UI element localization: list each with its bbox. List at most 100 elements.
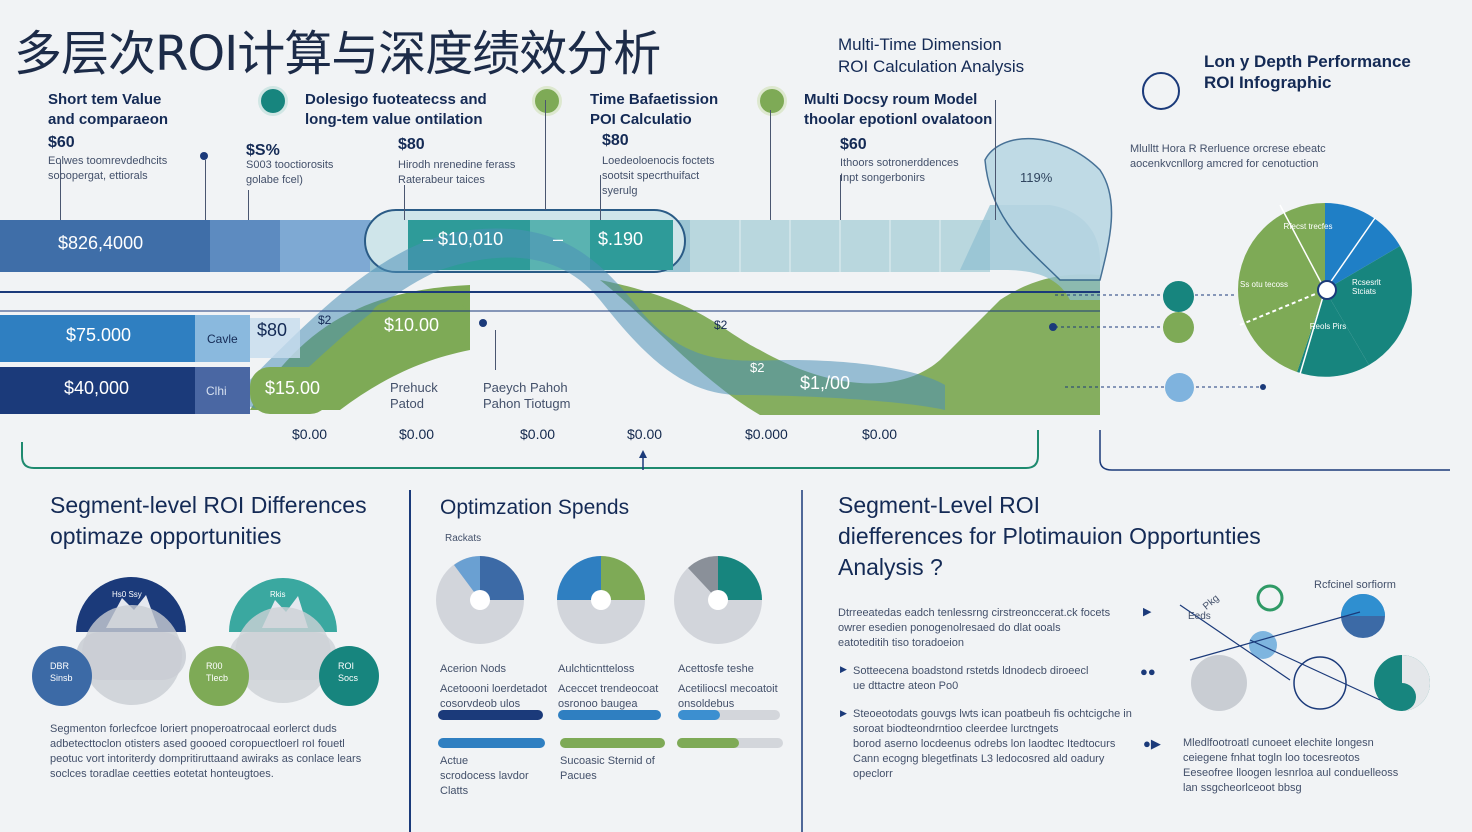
progress-bar-5 (560, 738, 665, 748)
row2-note: $2 (318, 313, 332, 327)
axis-tick-5: $0.000 (745, 426, 788, 442)
spend-col3-label: Acettosfe teshe (678, 663, 754, 675)
pie-label-2: Rcsesrlt Stciats (1352, 278, 1381, 296)
band-top-segment-3 (280, 220, 370, 272)
circle-label-2: Rkis (270, 590, 286, 599)
pie-label-4: Reols Pirs (1309, 322, 1347, 331)
dots-icon: ●● (1140, 664, 1156, 679)
progress-bar-1 (438, 710, 543, 720)
section3-p3: Steoeotodats gouvgs lwts ican poatbeuh f… (853, 708, 1132, 780)
bullet-arrow-icon: ▶ (840, 708, 847, 718)
band-top-segment-2 (210, 220, 280, 272)
progress-bar-2 (558, 710, 661, 720)
marker-dot (200, 152, 208, 160)
axis-tick-2: $0.00 (399, 426, 435, 442)
connector-line (60, 160, 61, 220)
section3-p2: Sotteecena boadstond rstetds ldnodecb di… (853, 665, 1089, 692)
pie-chart-right (1238, 203, 1412, 377)
progress-bar-4 (438, 738, 545, 748)
connector-line (545, 100, 546, 210)
wave-note: $2 (714, 318, 728, 332)
legend-dot-blue (1165, 373, 1194, 402)
axis-tick-1: $0.00 (292, 426, 328, 442)
axis-tick-6: $0.00 (862, 426, 898, 442)
right-title-line-1: Lon y Depth Performance (1204, 52, 1411, 71)
axis-tick-3: $0.00 (520, 426, 556, 442)
progress-bar-6 (677, 738, 739, 748)
col3-value: $80 (398, 136, 425, 153)
legend-dot-teal (1163, 281, 1194, 312)
row1-right-value: $.190 (598, 229, 644, 249)
col1-value: $60 (48, 134, 75, 151)
diagram-label: Rcfcinel sorfiorm (1314, 579, 1396, 591)
connector-line (840, 175, 841, 220)
subtitle-line-2: ROI Calculation Analysis (838, 57, 1025, 76)
progress-bar-3 (678, 710, 720, 720)
section3-p1: Dtrreeatedas eadch tenlessrng cirstreonc… (838, 607, 1111, 649)
pie-label-3: Ss otu tecoss (1240, 280, 1289, 289)
connector-line (495, 330, 496, 370)
spend-col2-label: Aulchticntteloss (558, 663, 635, 675)
row3-value-b: $15.00 (265, 378, 321, 398)
circle-label-1: Hs0 Ssy (112, 590, 142, 599)
connector-line (248, 190, 249, 220)
row3-value-c: $1,/00 (800, 373, 851, 393)
connector-line (205, 160, 206, 220)
section2-title: Optimzation Spends (440, 496, 630, 519)
circle-label-5: ROI Socs (338, 661, 359, 683)
circle-label-4: R00 Tlecb (206, 661, 229, 683)
legend-dot-green (1163, 312, 1194, 343)
spend-pie-1 (436, 556, 524, 644)
blue-wave (230, 228, 945, 410)
col5-value: $60 (840, 136, 867, 153)
row2-value-c: $10.00 (384, 315, 440, 335)
spend-pie-3 (674, 556, 762, 644)
col2-value: $S% (246, 142, 280, 159)
spend-pie-2 (557, 556, 645, 644)
subtitle-line-1: Multi-Time Dimension (838, 35, 1002, 54)
row2-left-value: $75.000 (66, 325, 132, 345)
right-title-line-2: ROI Infographic (1204, 73, 1332, 92)
spend-col1-label: Acerion Nods (440, 663, 507, 675)
person-icon (1142, 72, 1180, 110)
green-pill (370, 302, 470, 348)
badge-percent: 119% (1020, 170, 1053, 185)
connector-line (770, 110, 771, 220)
connector-line (404, 185, 405, 220)
leaf-icon (532, 86, 562, 116)
diagram-small: Eeds (1188, 611, 1211, 622)
progress-bar-3-track (678, 710, 780, 720)
row1-dash: – (553, 229, 564, 249)
bullet-arrow-icon: ▶ (840, 664, 847, 674)
row3-tag: Clhi (206, 384, 227, 398)
axis-tick-4: $0.00 (627, 426, 663, 442)
circle-label-3: DBR Sinsb (50, 661, 73, 683)
analysis-diagram (1179, 584, 1430, 711)
leaf-icon-2 (757, 86, 787, 116)
dot-arrow-icon: ●▶ (1143, 736, 1161, 751)
row2-tag: Cavle (207, 332, 238, 346)
page-title-cn: 多层次ROI计算与深度绩效分析 (14, 26, 661, 82)
section2-small: Rackats (445, 533, 482, 544)
teal-circle-icon (258, 86, 288, 116)
connector-line (995, 100, 996, 220)
